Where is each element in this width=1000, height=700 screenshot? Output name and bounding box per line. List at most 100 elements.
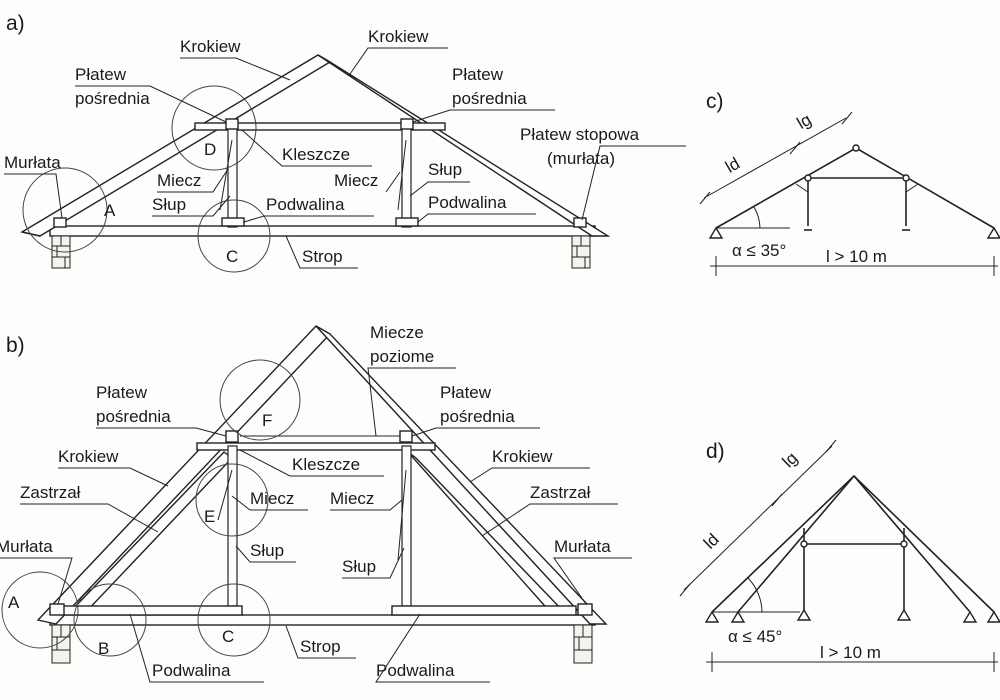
support-d-4 [986, 610, 1000, 623]
circle-d-label: D [204, 140, 216, 159]
circle-c-label-b: C [222, 627, 234, 646]
label-platew-stopowa-1: Płatew stopowa [520, 125, 640, 144]
label-slup-right: Słup [428, 160, 462, 179]
sill-right [395, 217, 419, 227]
label-angle-c: α ≤ 35° [732, 241, 786, 260]
label-angle-d: α ≤ 45° [728, 627, 782, 646]
wall-left-b [51, 624, 71, 664]
label-platew-right-b-2: pośrednia [440, 407, 515, 426]
panel-d-title: d) [706, 440, 725, 463]
wallplate-left-b [49, 603, 65, 616]
label-podwalina-right-b: Podwalina [376, 661, 455, 680]
support-right-c [986, 226, 1000, 239]
label-miecz-left: Miecz [157, 171, 201, 190]
label-krokiew-left-b: Krokiew [58, 447, 119, 466]
label-platew-right-2: pośrednia [452, 89, 527, 108]
label-slup-right-b: Słup [342, 557, 376, 576]
label-ld-c: ld [722, 154, 743, 177]
label-lg-d: lg [779, 448, 802, 471]
label-zastrzal-left: Zastrzał [20, 483, 81, 502]
kleszcze-beam [194, 122, 446, 131]
panel-d: d) ld lg α ≤ 45° l > 10 m [679, 439, 1000, 672]
circle-b-label: B [98, 639, 109, 658]
label-murlata-right-b: Murłata [554, 537, 611, 556]
detail-circle-e [195, 463, 269, 537]
label-miecz-left-b: Miecz [250, 489, 294, 508]
label-krokiew-left: Krokiew [180, 37, 241, 56]
label-krokiew-right-b: Krokiew [492, 447, 553, 466]
label-platew-left-b-1: Płatew [96, 383, 148, 402]
label-lg-c: lg [794, 110, 815, 133]
purlin-right-b [399, 430, 413, 443]
label-podwalina-right: Podwalina [428, 193, 507, 212]
support-d-3 [962, 610, 978, 623]
rafter-right [317, 54, 611, 237]
purlin-left [225, 118, 239, 130]
post-right-b [401, 445, 412, 607]
panel-a: a) [4, 12, 686, 273]
label-podwalina-left: Podwalina [266, 195, 345, 214]
label-span-d: l > 10 m [820, 643, 881, 662]
circle-a-label: A [104, 201, 116, 220]
label-kleszcze: Kleszcze [282, 145, 350, 164]
label-platew-left-b-2: pośrednia [96, 407, 171, 426]
detail-circle-b [73, 583, 147, 657]
detail-circle-c-b [197, 583, 271, 657]
label-slup-left: Słup [152, 195, 186, 214]
wall-right-b [573, 624, 593, 664]
label-platew-stopowa-2: (murłata) [547, 149, 615, 168]
panel-b: b) [0, 323, 632, 683]
label-kleszcze-b: Kleszcze [292, 455, 360, 474]
rafter-right-b [315, 325, 608, 625]
label-platew-right-b-1: Płatew [440, 383, 492, 402]
panel-c-title: c) [706, 90, 724, 113]
wallplate-left [53, 217, 67, 228]
label-zastrzal-right: Zastrzał [530, 483, 591, 502]
label-slup-left-b: Słup [250, 541, 284, 560]
label-murlata-left-b: Murłata [0, 537, 53, 556]
detail-circle-a [22, 167, 108, 253]
label-platew-left-2: pośrednia [75, 89, 150, 108]
label-strop: Strop [302, 247, 343, 266]
label-miecze-poziome-2: poziome [370, 347, 434, 366]
circle-c-label: C [226, 247, 238, 266]
label-miecze-poziome-1: Miecze [370, 323, 424, 342]
rafter-left-b [36, 325, 332, 625]
sill-left [221, 217, 245, 227]
strop-slab [49, 225, 596, 237]
panel-c: c) ld lg α ≤ 35° l > 10 m [699, 90, 1000, 276]
label-podwalina-left-b: Podwalina [152, 661, 231, 680]
brace-left [219, 139, 233, 211]
detail-circle-c [197, 199, 271, 273]
label-platew-left-1: Płatew [75, 65, 127, 84]
brace-right-b [397, 469, 407, 561]
purlin-left-b [225, 430, 239, 443]
label-miecz-right: Miecz [334, 171, 378, 190]
brace-left-b [217, 469, 233, 521]
circle-e-label: E [204, 507, 215, 526]
label-krokiew-right: Krokiew [368, 27, 429, 46]
sill-left-b [61, 605, 243, 616]
wall-right [571, 235, 591, 269]
wallplate-right-b [577, 603, 593, 616]
post-left-b [227, 445, 238, 607]
circle-f-label: F [262, 411, 272, 430]
support-left-c [708, 226, 724, 239]
label-ld-d: ld [700, 530, 723, 553]
panel-a-title: a) [6, 12, 25, 35]
detail-circle-a-b [1, 571, 79, 649]
detail-circle-d [171, 85, 257, 171]
brace-right [397, 139, 407, 211]
dim-line-d [683, 445, 833, 591]
purlin-right [400, 118, 414, 130]
sill-right-b [391, 605, 577, 616]
label-strop-b: Strop [300, 637, 341, 656]
label-platew-right-1: Płatew [452, 65, 504, 84]
support-d-2 [730, 610, 746, 623]
label-murlata: Murłata [4, 153, 61, 172]
wallplate-right [573, 217, 587, 228]
circle-a-label-b: A [8, 593, 20, 612]
detail-circle-f [219, 359, 301, 441]
